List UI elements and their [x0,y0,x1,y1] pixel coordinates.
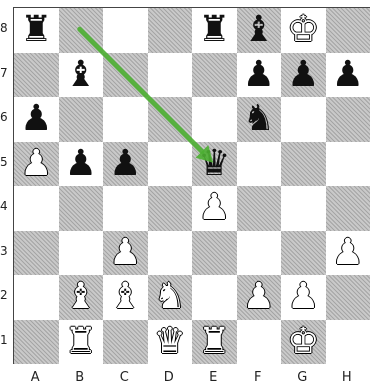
rank-label-7: 7 [0,66,12,80]
square-a4[interactable] [14,186,59,231]
square-f4[interactable] [237,186,282,231]
white-queen-d1[interactable]: ♛ [148,320,193,365]
white-king-g8[interactable]: ♚ [281,8,326,53]
black-knight-f6[interactable]: ♞ [237,97,282,142]
white-pawn-c3[interactable]: ♟ [103,231,148,276]
square-b8[interactable] [59,8,104,53]
white-knight-d2[interactable]: ♞ [148,275,193,320]
square-h6[interactable] [326,97,371,142]
rank-label-8: 8 [0,21,12,35]
chess-board: ♜♜♝♚♝♟♟♟♟♞♟♟♟♛♟♟♟♝♝♞♟♟♜♛♜♚ [13,7,370,364]
black-pawn-f7[interactable]: ♟ [237,53,282,98]
square-a2[interactable] [14,275,59,320]
rank-label-4: 4 [0,199,12,213]
black-queen-e5[interactable]: ♛ [192,142,237,187]
black-pawn-a6[interactable]: ♟ [14,97,59,142]
file-label-g: G [280,370,325,385]
white-pawn-a5[interactable]: ♟ [14,142,59,187]
black-bishop-b7[interactable]: ♝ [59,53,104,98]
white-pawn-g2[interactable]: ♟ [281,275,326,320]
square-a1[interactable] [14,320,59,365]
file-label-f: F [236,370,281,385]
black-pawn-g7[interactable]: ♟ [281,53,326,98]
square-e7[interactable] [192,53,237,98]
file-label-d: D [147,370,192,385]
square-d5[interactable] [148,142,193,187]
white-bishop-b2[interactable]: ♝ [59,275,104,320]
white-rook-b1[interactable]: ♜ [59,320,104,365]
white-pawn-e4[interactable]: ♟ [192,186,237,231]
square-g3[interactable] [281,231,326,276]
square-h5[interactable] [326,142,371,187]
square-c1[interactable] [103,320,148,365]
square-b6[interactable] [59,97,104,142]
white-bishop-c2[interactable]: ♝ [103,275,148,320]
square-b3[interactable] [59,231,104,276]
square-g4[interactable] [281,186,326,231]
square-e6[interactable] [192,97,237,142]
square-e2[interactable] [192,275,237,320]
black-bishop-f8[interactable]: ♝ [237,8,282,53]
white-king-g1[interactable]: ♚ [281,320,326,365]
square-h2[interactable] [326,275,371,320]
square-d4[interactable] [148,186,193,231]
file-label-b: B [58,370,103,385]
black-rook-a8[interactable]: ♜ [14,8,59,53]
square-d8[interactable] [148,8,193,53]
black-pawn-h7[interactable]: ♟ [326,53,371,98]
square-d3[interactable] [148,231,193,276]
square-c4[interactable] [103,186,148,231]
square-f1[interactable] [237,320,282,365]
file-label-c: C [102,370,147,385]
square-c8[interactable] [103,8,148,53]
square-g5[interactable] [281,142,326,187]
square-c7[interactable] [103,53,148,98]
square-a3[interactable] [14,231,59,276]
square-h4[interactable] [326,186,371,231]
square-d7[interactable] [148,53,193,98]
square-b4[interactable] [59,186,104,231]
white-pawn-h3[interactable]: ♟ [326,231,371,276]
square-h8[interactable] [326,8,371,53]
square-f3[interactable] [237,231,282,276]
rank-label-2: 2 [0,288,12,302]
file-label-e: E [191,370,236,385]
square-a7[interactable] [14,53,59,98]
square-c6[interactable] [103,97,148,142]
rank-label-6: 6 [0,110,12,124]
white-pawn-f2[interactable]: ♟ [237,275,282,320]
square-e3[interactable] [192,231,237,276]
white-rook-e1[interactable]: ♜ [192,320,237,365]
black-pawn-c5[interactable]: ♟ [103,142,148,187]
file-label-a: A [13,370,58,385]
rank-label-1: 1 [0,333,12,347]
file-label-h: H [325,370,370,385]
square-h1[interactable] [326,320,371,365]
black-pawn-b5[interactable]: ♟ [59,142,104,187]
rank-label-3: 3 [0,244,12,258]
square-g6[interactable] [281,97,326,142]
rank-label-5: 5 [0,155,12,169]
square-f5[interactable] [237,142,282,187]
square-d6[interactable] [148,97,193,142]
black-rook-e8[interactable]: ♜ [192,8,237,53]
